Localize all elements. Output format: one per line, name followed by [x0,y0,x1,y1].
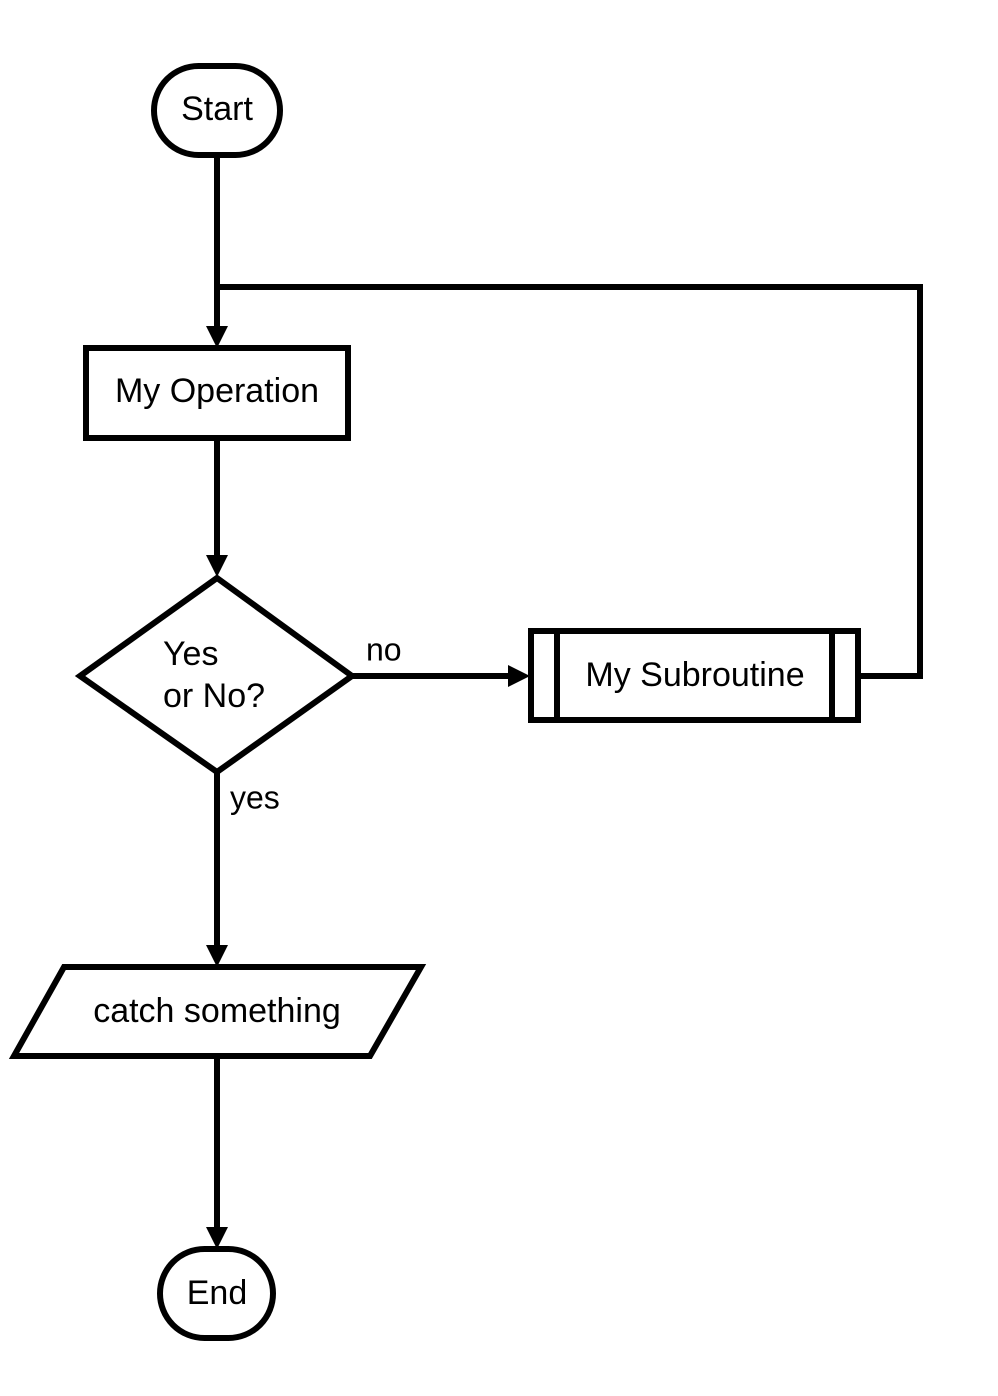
arrowhead-decision [206,555,228,577]
node-subroutine: My Subroutine [528,628,861,723]
subroutine-label: My Subroutine [585,656,804,694]
node-decision: Yes or No? [74,574,358,776]
end-terminator-shape [157,1246,276,1341]
arrowhead-subroutine [508,665,530,687]
arrowhead-end [206,1227,228,1249]
operation-process-shape [83,345,351,441]
edge-subroutine-loop-back [217,284,923,679]
arrowhead-operation [206,326,228,348]
start-label: Start [181,90,253,128]
node-operation: My Operation [83,345,351,441]
start-terminator-shape [151,63,283,158]
decision-label-line1: Yes [163,635,218,673]
node-start: Start [151,63,283,158]
node-io: catch something [8,964,427,1059]
io-label: catch something [93,992,341,1030]
node-end: End [157,1246,276,1341]
decision-label-line2: or No? [163,677,265,715]
arrowhead-io [206,945,228,967]
operation-label: My Operation [115,372,319,410]
edge-label-no: no [366,631,402,667]
subroutine-shape [528,628,861,723]
edge-label-yes: yes [230,779,280,815]
io-parallelogram-shape [8,964,427,1059]
decision-diamond-shape [74,574,358,776]
end-label: End [187,1274,248,1312]
